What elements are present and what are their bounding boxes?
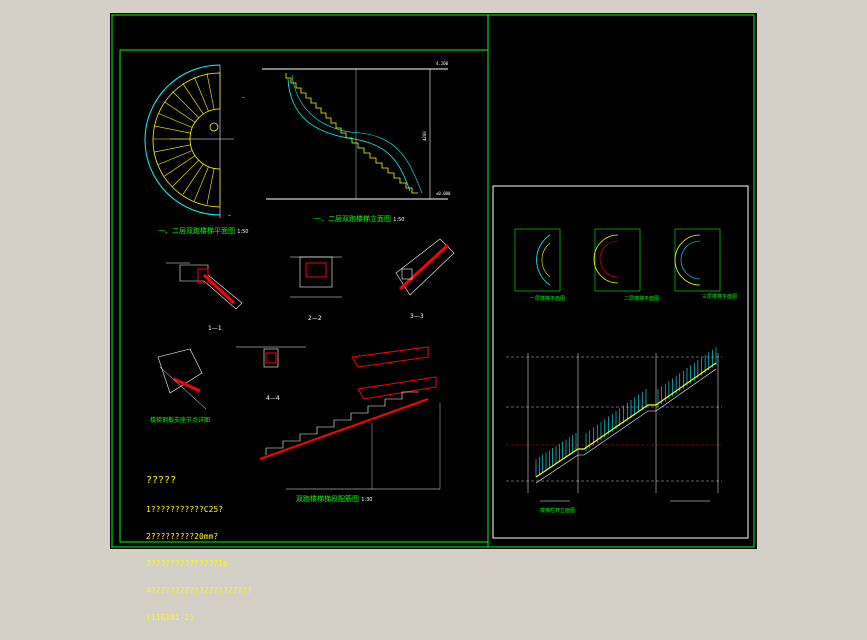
title-sub-plan-1: 一层楼梯平面图 — [530, 296, 566, 302]
notes-line-5: (11G101-2) — [146, 613, 195, 622]
notes-line-2: 2?????????20mm? — [146, 532, 219, 541]
level-top-label: 4.200 — [436, 61, 449, 66]
spiral-tread — [172, 160, 199, 187]
title-section-4: 4—4 — [266, 395, 280, 402]
spiral-tread — [206, 168, 215, 205]
spiral-tread — [182, 163, 204, 195]
spiral-tread — [194, 76, 209, 112]
spiral-tread — [164, 155, 196, 177]
stair-elevation: 4.200 ±0.000 4200 — [262, 61, 451, 200]
spiral-tread — [157, 150, 193, 165]
section-2 — [290, 256, 342, 298]
spiral-tread — [172, 91, 199, 118]
section-1 — [166, 262, 243, 310]
title-reinforcement: 双跑楼梯梯段配筋图 1:30 — [296, 495, 373, 503]
title-plan: 一、二层双跑楼梯平面图 1:50 — [158, 227, 249, 235]
spiral-tread — [182, 83, 204, 115]
title-elevation: 一、二层双跑楼梯立面图 1:50 — [314, 215, 405, 223]
notes-heading: ????? — [146, 475, 177, 486]
spiral-tread — [194, 166, 209, 202]
title-sub-plan-2: 二层楼梯平面图 — [624, 296, 660, 302]
notes-line-4: 4????????????????????? — [146, 586, 252, 595]
cad-drawing: — — 4.200 ±0.000 4200 — [111, 14, 755, 548]
rail-elevation — [506, 347, 722, 502]
title-section-3: 3—3 — [410, 313, 424, 320]
spiral-tread — [157, 113, 193, 128]
spiral-tread — [154, 125, 191, 134]
support-detail — [157, 348, 207, 410]
cad-drawing-sheet: — — 4.200 ±0.000 4200 — [110, 13, 757, 622]
spiral-tread — [206, 73, 215, 110]
title-sub-plan-3: 三层楼梯平面图 — [702, 294, 738, 300]
title-support-detail: 楼梯钢板支座节点详图 — [150, 417, 211, 424]
section-4 — [236, 346, 306, 368]
reinforcement-drawing — [259, 346, 441, 490]
notes-line-1: 1???????????C25? — [146, 505, 224, 514]
notes-block: ????? 1???????????C25? 2?????????20mm? 3… — [146, 457, 252, 640]
spiral-tread — [164, 101, 196, 123]
title-section-1: 1—1 — [208, 325, 222, 332]
svg-text:—: — — [228, 213, 232, 219]
dim-vertical-label: 4200 — [422, 131, 427, 141]
right-panel-border — [492, 185, 749, 539]
section-3 — [395, 238, 455, 296]
sheet-border-outer — [111, 14, 755, 548]
svg-text:—: — — [242, 95, 246, 101]
spiral-tread — [154, 144, 191, 153]
spiral-stair-plan: — — — [144, 64, 246, 219]
notes-line-3: 3??????????????Io — [146, 559, 228, 568]
sub-plans — [514, 228, 721, 292]
level-bottom-label: ±0.000 — [436, 191, 451, 196]
title-rail-elevation: 楼梯栏杆立面图 — [540, 508, 576, 514]
title-section-2: 2—2 — [308, 315, 322, 322]
